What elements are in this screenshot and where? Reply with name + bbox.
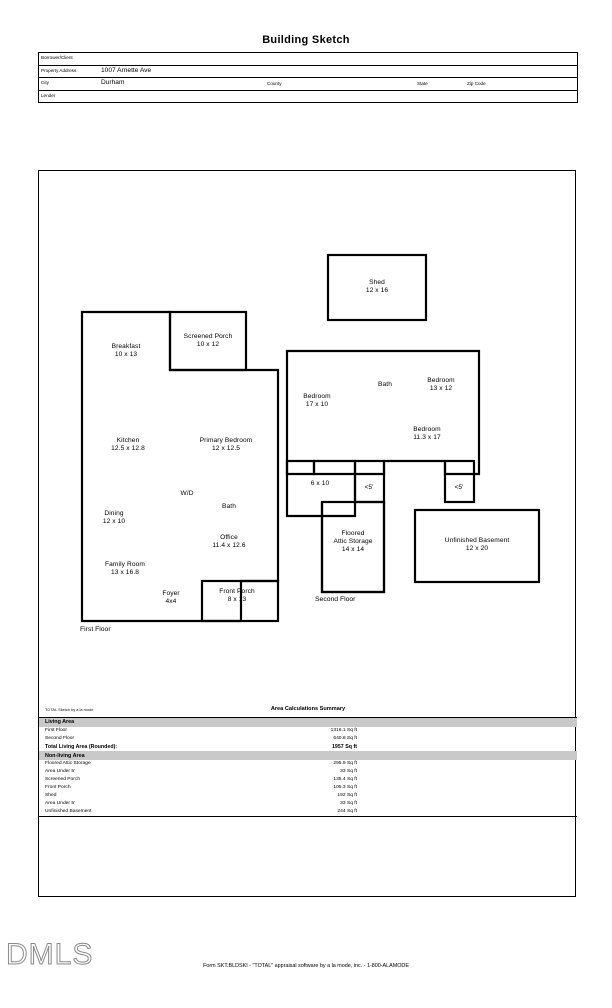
property-address-value: 1007 Arnette Ave (101, 66, 152, 74)
row-value: 33 Sq ft (340, 801, 357, 807)
total-living-area-row: Total Living Area (Rounded): 1957 Sq ft (39, 743, 577, 751)
row-label: Front Porch (45, 785, 71, 791)
table-row: Second Floor 640.8 Sq ft (39, 735, 577, 743)
row-value: 135.4 Sq ft (333, 777, 357, 783)
dmls-watermark: DMLS (5, 938, 94, 972)
under-five-left-outline (353, 459, 386, 504)
floor-plan-svg (80, 253, 541, 623)
room-label-bath-first-floor: Bath (222, 502, 236, 510)
borrower-client-row: Borrower/Client (39, 53, 577, 66)
table-row: Area Under 5' 33 Sq ft (39, 768, 577, 776)
room-label-kitchen: Kitchen 12.5 x 12.8 (111, 436, 145, 452)
zip-code-label: Zip Code (467, 81, 486, 87)
table-row: First Floor 1316.1 Sq ft (39, 727, 577, 735)
borrower-client-label: Borrower/Client (41, 55, 73, 61)
room-label-unfinished-basement: Unfinished Basement 12 x 20 (444, 536, 510, 552)
room-label-breakfast: Breakfast 10 x 13 (111, 342, 141, 358)
room-label-bedroom-13x12: Bedroom 13 x 12 (427, 376, 455, 392)
room-label-dining: Dining 12 x 10 (102, 509, 126, 525)
property-address-label: Property Address (41, 67, 77, 73)
room-label-bedroom-11-3x17: Bedroom 11.3 x 17 (413, 425, 441, 441)
row-label: Floored Attic Storage (45, 761, 91, 767)
living-area-header: Living Area (39, 718, 577, 727)
room-label-under-five-left: <5' (364, 483, 374, 491)
row-value: 105.3 Sq ft (333, 785, 357, 791)
unfinished-basement-outline (413, 508, 541, 584)
table-row: Front Porch 105.3 Sq ft (39, 784, 577, 792)
table-row: Floored Attic Storage 295.9 Sq ft (39, 760, 577, 768)
room-label-shed: Shed 12 x 16 (365, 278, 389, 294)
room-label-office: Office 11.4 x 12.6 (212, 533, 246, 549)
table-row: Shed 192 Sq ft (39, 792, 577, 800)
property-identification-table: Borrower/Client Property Address 1007 Ar… (38, 52, 578, 103)
page-title: Building Sketch (262, 34, 350, 46)
state-label: State (417, 81, 428, 87)
area-calculations-summary: TOTAL Sketch by a la mode Area Calculati… (39, 705, 577, 818)
row-value: 192 Sq ft (337, 793, 357, 799)
city-county-state-zip-row: City Durham County State Zip Code (39, 78, 577, 91)
room-label-screened-porch: Screened Porch 10 x 12 (183, 332, 233, 348)
row-value: 33 Sq ft (340, 769, 357, 775)
table-row: Unfinished Basement 244 Sq ft (39, 808, 577, 816)
room-label-floored-attic: Floored Attic Storage 14 x 14 (333, 529, 373, 554)
footer-form-line: Form SKT.BLDSKI - "TOTAL" appraisal soft… (203, 963, 409, 969)
table-row: Area Under 5' 33 Sq ft (39, 800, 577, 808)
row-label: First Floor (45, 728, 68, 734)
room-label-front-porch: Front Porch 8 x 13 (219, 587, 255, 603)
floor-tag-first-floor: First Floor (80, 626, 111, 633)
row-label: Unfinished Basement (45, 809, 92, 815)
room-label-washer-dryer: W/D (180, 489, 194, 497)
under-five-right-outline (443, 459, 476, 504)
non-living-area-header: Non-living Area (39, 751, 577, 761)
front-porch-outline (200, 579, 280, 623)
row-label: Screened Porch (45, 777, 81, 783)
summary-title: Area Calculations Summary (270, 706, 346, 712)
city-label: City (41, 80, 49, 86)
room-label-under-five-right: <5' (454, 483, 464, 491)
city-value: Durham (101, 79, 125, 87)
room-label-bedroom-17x10: Bedroom 17 x 10 (303, 392, 331, 408)
floor-tag-second-floor: Second Floor (315, 596, 356, 603)
row-value: 1316.1 Sq ft (330, 728, 357, 734)
room-label-foyer: Foyer 4x4 (162, 589, 180, 605)
summary-credit: TOTAL Sketch by a la mode (45, 707, 94, 712)
row-label: Shed (45, 793, 57, 799)
room-label-family-room: Family Room 13 x 16.8 (105, 560, 145, 576)
table-row: Screened Porch 135.4 Sq ft (39, 776, 577, 784)
room-label-bath-second-floor: Bath (378, 380, 392, 388)
summary-table: Living Area First Floor 1316.1 Sq ft Sec… (39, 717, 577, 818)
row-label: Second Floor (45, 736, 75, 741)
shed-outline (326, 253, 428, 322)
summary-top-bar: TOTAL Sketch by a la mode Area Calculati… (39, 705, 577, 717)
row-value: 1957 Sq ft (331, 743, 357, 750)
row-value: 244 Sq ft (337, 809, 357, 815)
row-value: 295.9 Sq ft (333, 761, 357, 767)
row-label: Area Under 5' (45, 769, 76, 775)
row-label: Area Under 5' (45, 801, 76, 807)
second-floor-outline (285, 349, 481, 476)
lender-row: Lender (39, 91, 577, 103)
room-label-area-6x10: 6 x 10 (310, 479, 330, 487)
lender-label: Lender (41, 92, 56, 98)
sketch-frame: Shed 12 x 16 Breakfast 10 x 13 Screened … (38, 170, 577, 897)
row-value: 640.8 Sq ft (333, 736, 357, 741)
room-label-primary-bedroom: Primary Bedroom 12 x 12.5 (199, 436, 253, 452)
county-label: County (267, 81, 282, 87)
property-address-row: Property Address 1007 Arnette Ave (39, 66, 577, 78)
row-label: Total Living Area (Rounded): (45, 743, 118, 750)
floor-plan-drawing (39, 171, 577, 701)
floored-attic-left-edge (320, 502, 386, 594)
